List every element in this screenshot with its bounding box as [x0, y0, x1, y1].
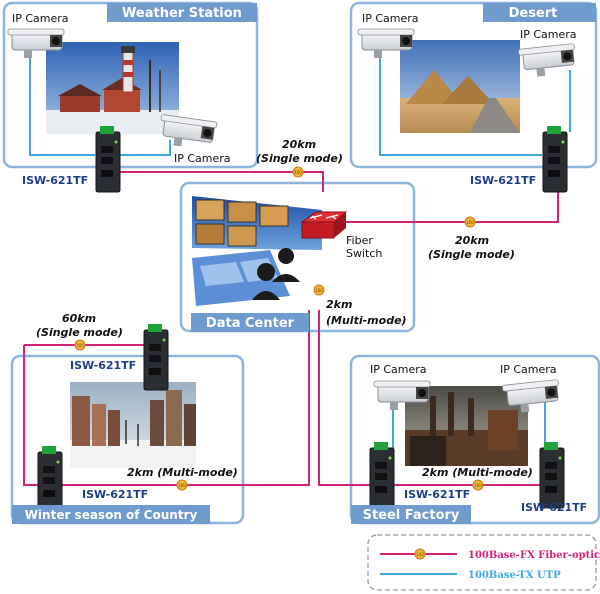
port-badge-text: 100	[178, 483, 186, 488]
datacenter-fiber-link	[318, 236, 373, 486]
data-center-title: Data Center	[206, 316, 295, 331]
steel-switch-left	[369, 441, 395, 509]
winter-photo	[70, 382, 196, 468]
desert-title: Desert	[509, 6, 558, 21]
steel-factory-photo	[405, 386, 528, 466]
legend-box	[367, 534, 597, 591]
weather-switch-label: ISW-621TF	[22, 174, 88, 187]
weather-cam-label-left: IP Camera	[12, 12, 69, 25]
weather-station-photo	[46, 42, 179, 134]
winter-local-link-label: 2km (Multi-mode)	[127, 466, 238, 479]
desert-switch-label: ISW-621TF	[470, 174, 536, 187]
fiber-switch-label-2: Switch	[346, 247, 382, 260]
steel-local-link-label: 2km (Multi-mode)	[422, 466, 533, 479]
weather-switch	[95, 125, 121, 193]
weather-utp-link-2	[118, 140, 171, 156]
weather-utp-link	[29, 50, 95, 156]
steel-factory-title: Steel Factory	[363, 508, 460, 523]
datacenter-link-distance: 2km	[326, 298, 352, 311]
winter-uplink-distance: 60km	[62, 312, 96, 325]
port-badge-text: 100	[466, 220, 474, 225]
desert-fiber-link	[340, 188, 559, 223]
weather-cam-label-right: IP Camera	[174, 152, 231, 165]
steel-factory-tab	[351, 505, 471, 524]
legend-utp-label: 100Base-TX UTP	[468, 570, 561, 581]
weather-station-title: Weather Station	[122, 6, 242, 21]
desert-switch	[542, 125, 568, 193]
desert-photo	[400, 40, 520, 133]
port-badge-text: 100	[474, 483, 482, 488]
desert-cam-label-right: IP Camera	[520, 28, 577, 41]
port-badge-datacenter: 100	[313, 284, 325, 296]
winter-uplink-mode: (Single mode)	[36, 326, 123, 339]
weather-station-tab	[107, 3, 257, 22]
steel-cam-label-right: IP Camera	[500, 363, 557, 376]
fiber-switch	[300, 211, 348, 239]
legend-port-badge: 100	[414, 548, 426, 560]
desert-utp-link	[379, 50, 542, 156]
winter-title: Winter season of Country	[25, 508, 198, 522]
desert-link-mode: (Single mode)	[428, 248, 515, 261]
data-center-image	[190, 192, 330, 310]
port-badge-weather: 100	[292, 166, 304, 178]
winter-switch	[37, 445, 63, 513]
port-badge-text: 100	[76, 343, 84, 348]
winter-uplink-switch	[143, 323, 169, 391]
steel-switch-right	[539, 441, 565, 509]
port-badge-desert: 100	[464, 216, 476, 228]
fiber-switch-label-1: Fiber	[346, 234, 373, 247]
port-badge-text: 100	[315, 288, 323, 293]
desert-tab	[483, 3, 596, 22]
winter-tab	[12, 505, 210, 524]
port-badge-text: 100	[416, 552, 424, 557]
weather-link-distance: 20km	[282, 138, 316, 151]
weather-link-mode: (Single mode)	[256, 152, 343, 165]
port-badge-steel-local: 100	[472, 479, 484, 491]
legend-fiber-label: 100Base-FX Fiber-optic	[468, 550, 600, 561]
port-badge-text: 100	[294, 170, 302, 175]
desert-link-distance: 20km	[455, 234, 489, 247]
data-center-tab	[191, 313, 309, 332]
steel-cam-label-left: IP Camera	[370, 363, 427, 376]
datacenter-link-mode: (Multi-mode)	[326, 314, 407, 327]
winter-switch-label: ISW-621TF	[82, 488, 148, 501]
steel-switch-right-label: ISW-621TF	[521, 501, 587, 514]
port-badge-winter-uplink: 100	[74, 339, 86, 351]
port-badge-winter-local: 100	[176, 479, 188, 491]
steel-switch-left-label: ISW-621TF	[404, 488, 470, 501]
winter-uplink-switch-label: ISW-621TF	[70, 359, 136, 372]
desert-cam-label-left: IP Camera	[362, 12, 419, 25]
